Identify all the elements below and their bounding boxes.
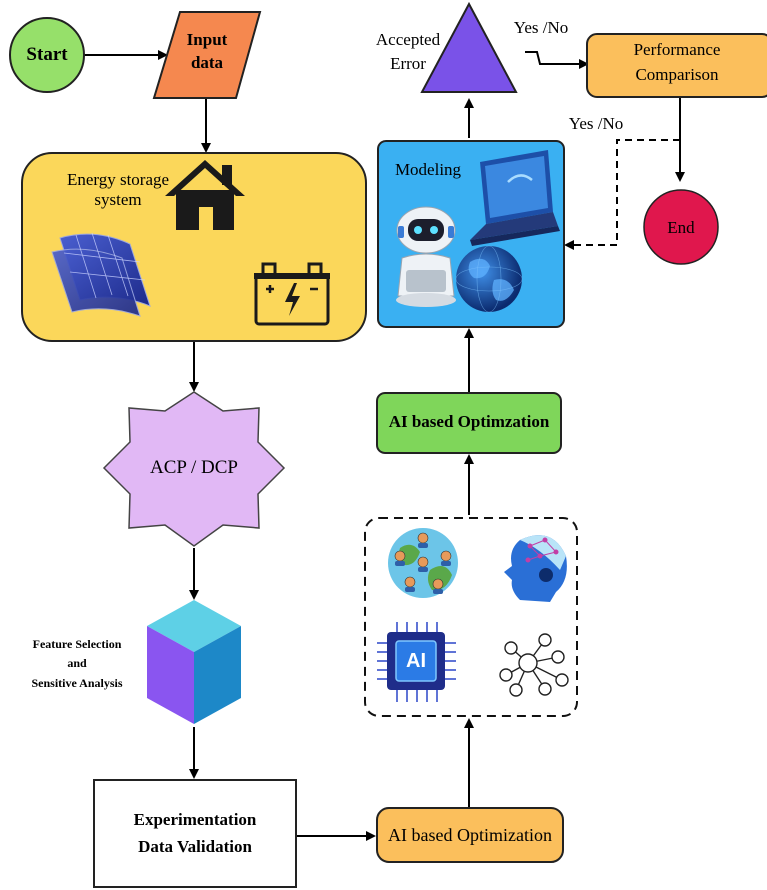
robot-icon [396,206,456,307]
ess-title-line1: Energy storage [66,170,170,189]
feature-label-line1: Feature Selection [32,637,122,651]
arrow-dashed-feedback [564,139,680,250]
accepted-error-triangle [420,1,518,93]
end-node [643,189,719,265]
ai-optimization-mid-label: AI based Optimzation [388,412,550,431]
ai-optimization-bottom-label: AI based Optimization [388,825,552,845]
house-icon [165,160,245,230]
experimentation-box [93,779,297,888]
yes-no-side-label: Yes /No [568,114,624,133]
ess-title: Energy storage system [52,170,184,211]
experimentation-line1: Experimentation [133,810,257,829]
cube-icon [147,600,241,724]
input-label: Input data [172,30,242,74]
accepted-line1: Accepted [375,30,441,49]
ai-techniques-box [364,517,578,717]
ai-optimization-mid-box [376,392,562,454]
battery-icon [254,262,330,326]
accepted-line2: Error [390,54,426,74]
experimentation-label: Experimentation Data Validation [94,810,296,858]
performance-comparison-box [586,33,767,98]
modeling-label: Modeling [394,160,462,179]
ess-title-line2: system [94,190,142,210]
laptop-icon [470,150,560,246]
end-label: End [667,218,695,237]
input-node [152,11,262,99]
acp-dcp-node [102,391,286,547]
acp-dcp-label: ACP / DCP [150,457,238,478]
yes-no-top-label: Yes /No [513,18,569,37]
people-globe-icon [388,528,458,598]
feature-selection-label: Feature Selection and Sensitive Analysis [12,637,142,690]
performance-comparison-label: Performance Comparison [587,40,767,86]
experimentation-line2: Data Validation [138,837,252,857]
start-node [9,17,85,93]
ai-optimization-bottom-box [376,807,564,863]
start-label: Start [26,44,68,65]
globe-icon [455,245,523,313]
input-label-line2: data [190,53,224,73]
feature-label-line3: Sensitive Analysis [31,675,123,690]
arrow-triangle-to-performance [525,51,589,69]
ai-head-icon [504,535,567,602]
performance-line1: Performance [633,40,721,59]
ai-chip-label: AI [406,650,426,672]
solar-panel-icon [51,232,151,317]
feature-label-line2: and [67,656,87,671]
network-people-icon [499,633,569,697]
ai-chip-icon [377,622,456,702]
performance-line2: Comparison [635,65,719,85]
accepted-error-label: Accepted Error [364,30,452,75]
input-label-line1: Input [186,30,228,49]
